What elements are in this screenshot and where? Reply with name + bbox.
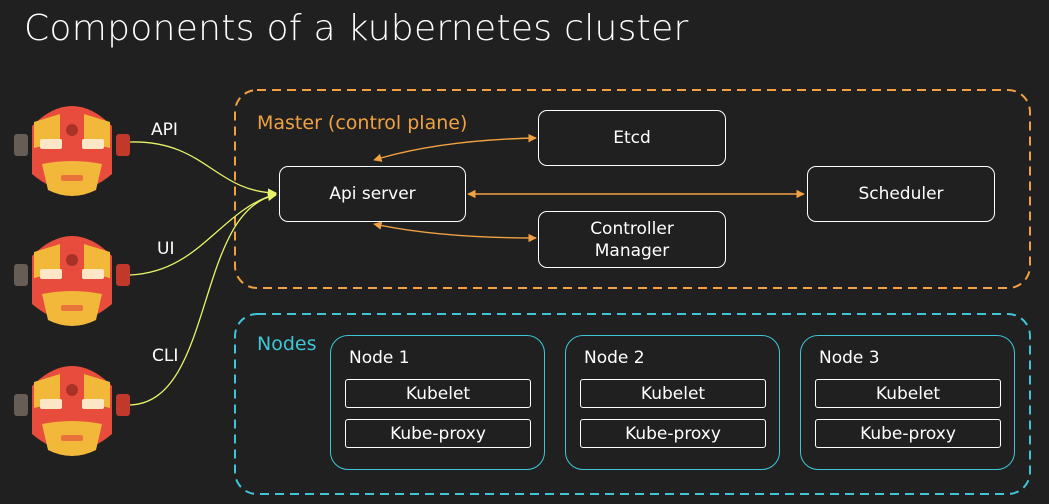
cli-client-link: [129, 192, 277, 406]
controller-manager-box: Controller Manager: [538, 211, 726, 268]
kubelet-box: Kubelet: [815, 379, 1001, 408]
api-client-link: [129, 141, 277, 198]
kube-proxy-box: Kube-proxy: [345, 419, 531, 448]
node-card: Node 1 Kubelet Kube-proxy: [330, 335, 545, 470]
robot-icon: [14, 106, 130, 196]
ui-client-link: [129, 191, 277, 276]
node-card: Node 3 Kubelet Kube-proxy: [800, 335, 1015, 470]
controller-link: [373, 221, 537, 243]
page-title: Components of a kubernetes cluster: [24, 8, 689, 49]
kube-proxy-box: Kube-proxy: [815, 419, 1001, 448]
api-client-label: API: [151, 120, 178, 140]
ui-client-label: UI: [157, 239, 175, 259]
etcd-box: Etcd: [538, 110, 726, 166]
nodes-group: [234, 313, 1031, 495]
kube-proxy-box: Kube-proxy: [580, 419, 766, 448]
kubelet-box: Kubelet: [580, 379, 766, 408]
kube-proxy-label: Kube-proxy: [860, 423, 956, 444]
robot-icon: [14, 366, 130, 456]
master-label: Master (control plane): [257, 112, 468, 134]
api-server-box: Api server: [279, 166, 466, 222]
kubelet-label: Kubelet: [405, 383, 471, 404]
kubelet-label: Kubelet: [875, 383, 941, 404]
kubelet-box: Kubelet: [345, 379, 531, 408]
node-card: Node 2 Kubelet Kube-proxy: [565, 335, 780, 470]
nodes-label: Nodes: [257, 333, 317, 355]
scheduler-box: Scheduler: [807, 166, 995, 222]
kubelet-label: Kubelet: [640, 383, 706, 404]
node-name: Node 3: [819, 348, 880, 368]
node-name: Node 2: [584, 348, 645, 368]
scheduler-label: Scheduler: [858, 184, 944, 204]
node-name: Node 1: [349, 348, 410, 368]
master-group: [234, 89, 1031, 289]
etcd-link: [373, 133, 537, 162]
api-server-label: Api server: [329, 184, 416, 204]
cli-client-label: CLI: [152, 346, 179, 366]
kube-proxy-label: Kube-proxy: [625, 423, 721, 444]
robot-icon: [14, 236, 130, 326]
etcd-label: Etcd: [613, 128, 651, 148]
kube-proxy-label: Kube-proxy: [390, 423, 486, 444]
controller-manager-label: Controller Manager: [590, 218, 674, 261]
